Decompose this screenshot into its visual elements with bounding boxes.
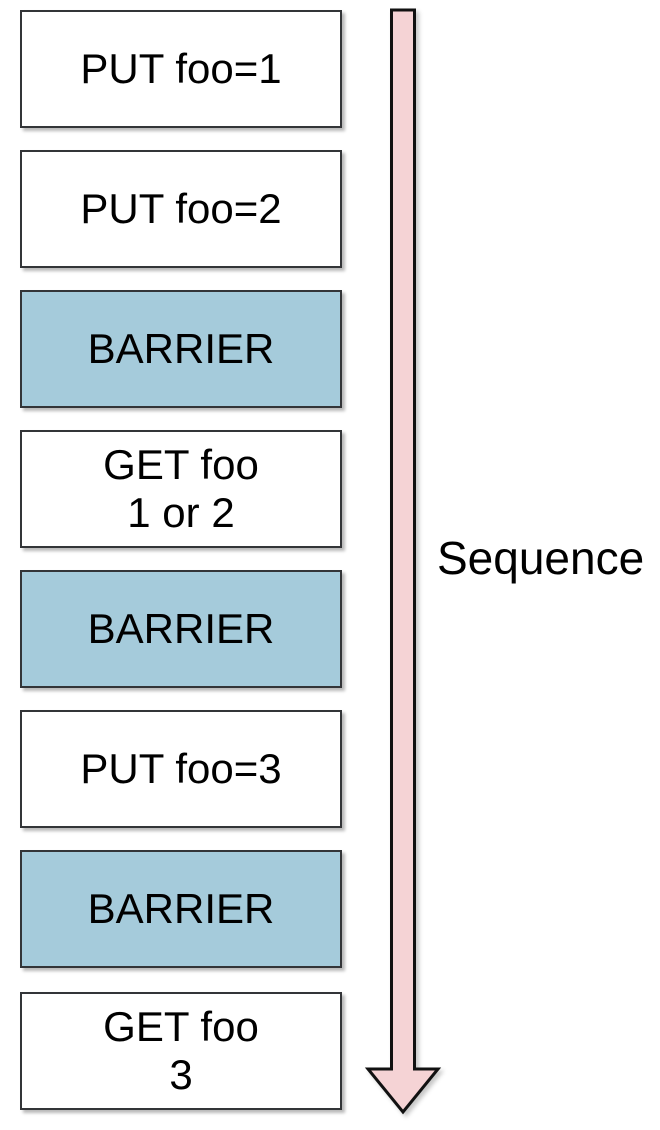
box-label: PUT foo=1 [80,44,282,92]
box-put-foo-3: PUT foo=3 [20,710,342,828]
box-barrier-2: BARRIER [20,570,342,688]
box-label: BARRIER [87,884,275,932]
box-label: PUT foo=3 [80,744,282,792]
box-label: BARRIER [87,324,275,372]
box-put-foo-1: PUT foo=1 [20,10,342,128]
sequence-down-arrow-icon [364,8,442,1115]
box-label: PUT foo=2 [80,184,282,232]
box-barrier-3: BARRIER [20,850,342,968]
box-put-foo-2: PUT foo=2 [20,150,342,268]
box-barrier-1: BARRIER [20,290,342,408]
box-label: GET foo 1 or 2 [103,440,259,536]
box-label: BARRIER [87,604,275,652]
box-get-foo-1-or-2: GET foo 1 or 2 [20,430,342,548]
box-get-foo-3: GET foo 3 [20,992,342,1110]
box-label: GET foo 3 [103,1002,259,1098]
sequence-arrow-label: Sequence [437,532,645,584]
